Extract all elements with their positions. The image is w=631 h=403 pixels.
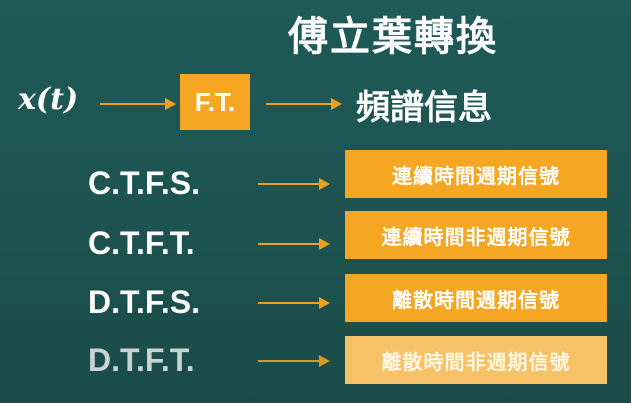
ctfs-description-tag: 連續時間週期信號 xyxy=(345,150,607,198)
arrow-icon xyxy=(258,178,330,190)
dtfs-description-tag: 離散時間週期信號 xyxy=(345,274,607,322)
arrow-icon xyxy=(258,297,330,309)
fourier-transform-box: F.T. xyxy=(180,74,250,130)
input-signal-label: x(t) xyxy=(18,82,79,117)
ctfs-label: C.T.F.S. xyxy=(88,165,201,201)
ctft-description-tag: 連續時間非週期信號 xyxy=(345,211,607,259)
arrow-icon xyxy=(266,98,342,110)
ctft-label: C.T.F.T. xyxy=(88,225,195,261)
dtft-label: D.T.F.T. xyxy=(88,342,195,378)
dtfs-label: D.T.F.S. xyxy=(88,284,201,320)
spectrum-info-label: 頻譜信息 xyxy=(356,88,492,128)
arrow-icon xyxy=(100,98,176,110)
slide-title: 傅立葉轉換 xyxy=(288,14,498,60)
dtft-description-tag: 離散時間非週期信號 xyxy=(345,336,607,384)
arrow-icon xyxy=(258,355,330,367)
arrow-icon xyxy=(258,238,330,250)
